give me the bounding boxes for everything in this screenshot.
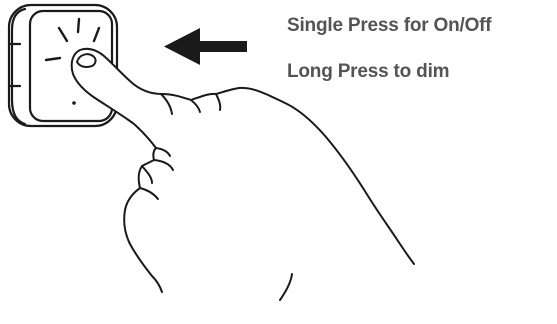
fingernail <box>77 54 96 67</box>
pressing-hand-icon <box>72 49 414 300</box>
hand-outline <box>72 49 414 292</box>
press-ray-center <box>78 19 79 32</box>
device-indicator-dot <box>72 101 76 105</box>
instruction-long-press: Long Press to dim <box>287 62 491 81</box>
instruction-single-press: Single Press for On/Off <box>287 16 491 35</box>
arrow-shaft <box>193 41 247 52</box>
left-arrow-icon <box>164 28 247 65</box>
arrow-head <box>164 28 200 65</box>
instruction-text-block: Single Press for On/Off Long Press to di… <box>287 16 491 81</box>
